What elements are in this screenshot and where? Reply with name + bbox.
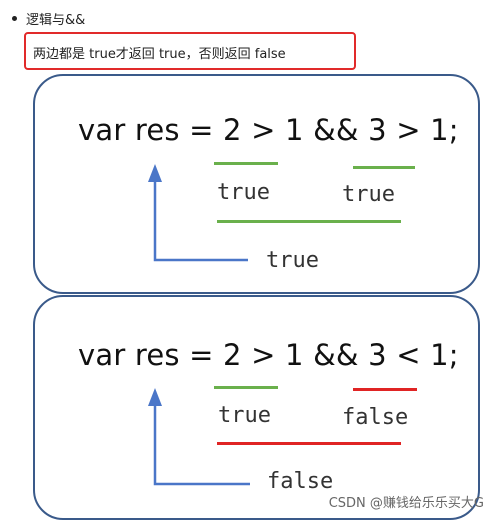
final-result-1: true — [266, 248, 319, 273]
arrow-up-icon-2 — [148, 388, 250, 486]
example-panel-1 — [33, 74, 480, 294]
left-result-2: true — [218, 403, 271, 428]
combined-underline-2 — [217, 442, 401, 445]
underline-right-2 — [353, 388, 417, 391]
bullet-item: 逻辑与&& — [12, 9, 85, 28]
bullet-dot — [12, 16, 17, 21]
bullet-text: 逻辑与&& — [26, 13, 86, 28]
left-result-1: true — [217, 180, 270, 205]
underline-right-1 — [353, 166, 415, 169]
expression-2: var res = 2 > 1 && 3 < 1; — [78, 338, 459, 372]
expression-1: var res = 2 > 1 && 3 > 1; — [78, 113, 459, 147]
combined-underline-1 — [217, 220, 401, 223]
final-result-2: false — [267, 469, 334, 494]
right-result-2: false — [342, 405, 409, 430]
highlight-note: 两边都是 true才返回 true，否则返回 false — [33, 47, 286, 62]
right-result-1: true — [342, 182, 395, 207]
watermark: CSDN @赚钱给乐乐买大G — [328, 496, 484, 511]
highlight-box — [24, 32, 356, 70]
underline-left-1 — [214, 162, 278, 165]
example-panel-2 — [33, 295, 480, 520]
arrow-up-icon-1 — [148, 164, 248, 262]
underline-left-2 — [214, 386, 278, 389]
